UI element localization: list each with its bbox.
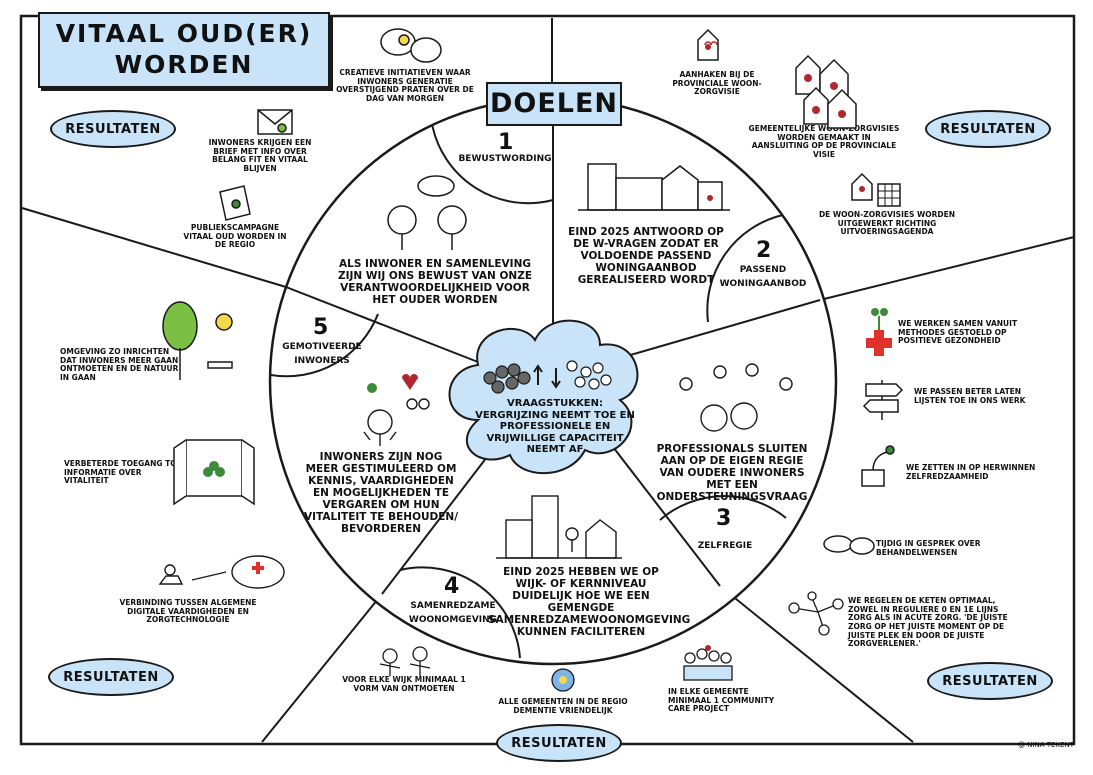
segment-1-number: 1 (498, 130, 514, 155)
title-line-1: VITAAL OUD(ER) (55, 19, 313, 48)
credit: @ NINA TEKENT (1018, 741, 1074, 749)
down-arrow-icon (551, 368, 561, 389)
segment-3-number: 3 (716, 506, 732, 531)
result-positive-health: WE WERKEN SAMEN VANUIT METHODES GESTOELD… (898, 319, 1018, 346)
segment-2-goal: EIND 2025 ANTWOORD OP DE W-VRAGEN ZODAT … (568, 226, 724, 287)
resultaten-badge-bottom-left: RESULTATEN (48, 658, 174, 696)
result-provincial-vision: AANHAKEN BIJ DE PROVINCIALE WOON-ZORGVIS… (672, 70, 762, 97)
center-cloud (448, 319, 639, 475)
segment-5-label: GEMOTIVEERDE INWONERS (282, 342, 362, 367)
segment-1-label: BEWUSTWORDING (458, 154, 552, 164)
title-line-2: WORDEN (114, 50, 254, 79)
up-arrow-icon (533, 364, 543, 385)
segment-4-label: SAMENREDZAME WOONOMGEVING (408, 601, 498, 626)
result-care-chain: WE REGELEN DE KETEN OPTIMAAL, ZOWEL IN R… (848, 596, 1008, 649)
result-dementia-friendly: ALLE GEMEENTEN IN DE REGIO DEMENTIE VRIE… (498, 697, 628, 715)
resultaten-badge-bottom-right: RESULTATEN (927, 662, 1053, 700)
resultaten-badge-top-right: RESULTATEN (925, 110, 1051, 148)
result-info-access: VERBETERDE TOEGANG TOT INFORMATIE OVER V… (64, 459, 182, 486)
result-digital-skills: VERBINDING TUSSEN ALGEMENE DIGITALE VAAR… (119, 598, 257, 625)
segment-3-label: ZELFREGIE (697, 541, 753, 551)
resultaten-badge-top-left: RESULTATEN (50, 110, 176, 148)
doelen-box: DOELEN (486, 82, 622, 126)
segment-2-number: 2 (756, 238, 772, 263)
center-text: VRAAGSTUKKEN: VERGRIJZING NEEMT TOE EN P… (475, 398, 635, 455)
result-agenda: DE WOON-ZORGVISIES WORDEN UITGEWERKT RIC… (818, 210, 956, 237)
result-treatment-wishes: TIJDIG IN GESPREK OVER BEHANDELWENSEN (876, 539, 981, 557)
segment-5-goal: INWONERS ZIJN NOG MEER GESTIMULEERD OM K… (303, 451, 459, 536)
segment-4-goal: EIND 2025 HEBBEN WE OP WIJK- OF KERNNIVE… (488, 566, 691, 639)
result-letter: INWONERS KRIJGEN EEN BRIEF MET INFO OVER… (208, 138, 312, 173)
result-lists: WE PASSEN BETER LATEN LIJSTEN TOE IN ONS… (914, 387, 1026, 405)
resultaten-badge-bottom-center: RESULTATEN (496, 724, 622, 762)
result-municipal-visions: GEMEENTELIJKE WOON-ZORGVISIES WORDEN GEM… (748, 124, 900, 159)
result-campaign: PUBLIEKSCAMPAGNE VITAAL OUD WORDEN IN DE… (183, 223, 287, 250)
segment-4-number: 4 (444, 574, 460, 599)
result-meeting: VOOR ELKE WIJK MINIMAAL 1 VORM VAN ONTMO… (342, 675, 466, 693)
segment-3-goal: PROFESSIONALS SLUITEN AAN OP DE EIGEN RE… (656, 443, 808, 504)
doelen-label: DOELEN (489, 88, 619, 120)
result-creative-initiatives: CREATIEVE INITIATIEVEN WAAR INWONERS GEN… (336, 68, 474, 103)
segment-2-label: PASSEND WONINGAANBOD (719, 265, 807, 290)
segment-5-number: 5 (313, 315, 329, 340)
segment-1-goal: ALS INWONER EN SAMENLEVING ZIJN WIJ ONS … (338, 258, 532, 307)
result-environment: OMGEVING ZO INRICHTEN DAT INWONERS MEER … (60, 347, 179, 382)
result-community-care: IN ELKE GEMEENTE MINIMAAL 1 COMMUNITY CA… (668, 687, 775, 714)
title-box: VITAAL OUD(ER) WORDEN (38, 12, 330, 88)
result-self-reliance: WE ZETTEN IN OP HERWINNEN ZELFREDZAAMHEI… (906, 463, 1036, 481)
